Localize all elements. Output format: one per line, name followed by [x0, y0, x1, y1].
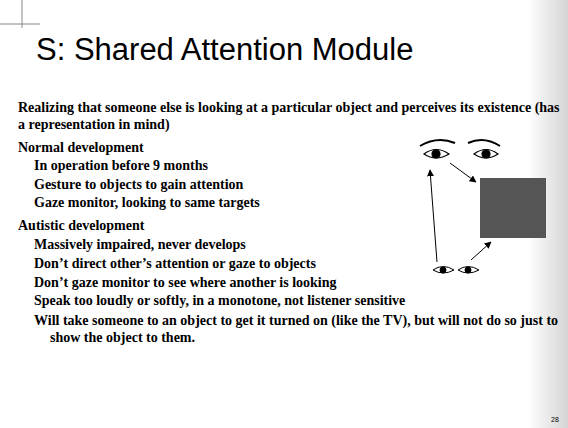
object-square [480, 178, 546, 238]
page-number: 28 [551, 416, 559, 424]
watcher-eyes [420, 140, 500, 158]
slide-title: S: Shared Attention Module [36, 32, 413, 68]
section-heading: Autistic development [18, 217, 144, 234]
bullet-text: Gaze monitor, looking to same targets [34, 194, 260, 211]
bullet-text: Gesture to objects to gain attention [34, 176, 243, 193]
bullet-text: Speak too loudly or softly, in a monoton… [34, 292, 405, 309]
bullet-text: In operation before 9 months [34, 157, 208, 174]
child-eyes [433, 267, 479, 274]
gaze-arrows [430, 163, 491, 262]
bullet-text: Will take someone to an object to get it… [34, 312, 562, 346]
section-heading: Normal development [18, 139, 144, 156]
bullet-text: Don’t gaze monitor to see where another … [34, 274, 337, 291]
bullet-text: Massively impaired, never develops [34, 236, 246, 253]
bullet-text: Don’t direct other’s attention or gaze t… [34, 255, 316, 272]
corner-rule [0, 24, 40, 25]
intro-text: Realizing that someone else is looking a… [18, 99, 560, 133]
